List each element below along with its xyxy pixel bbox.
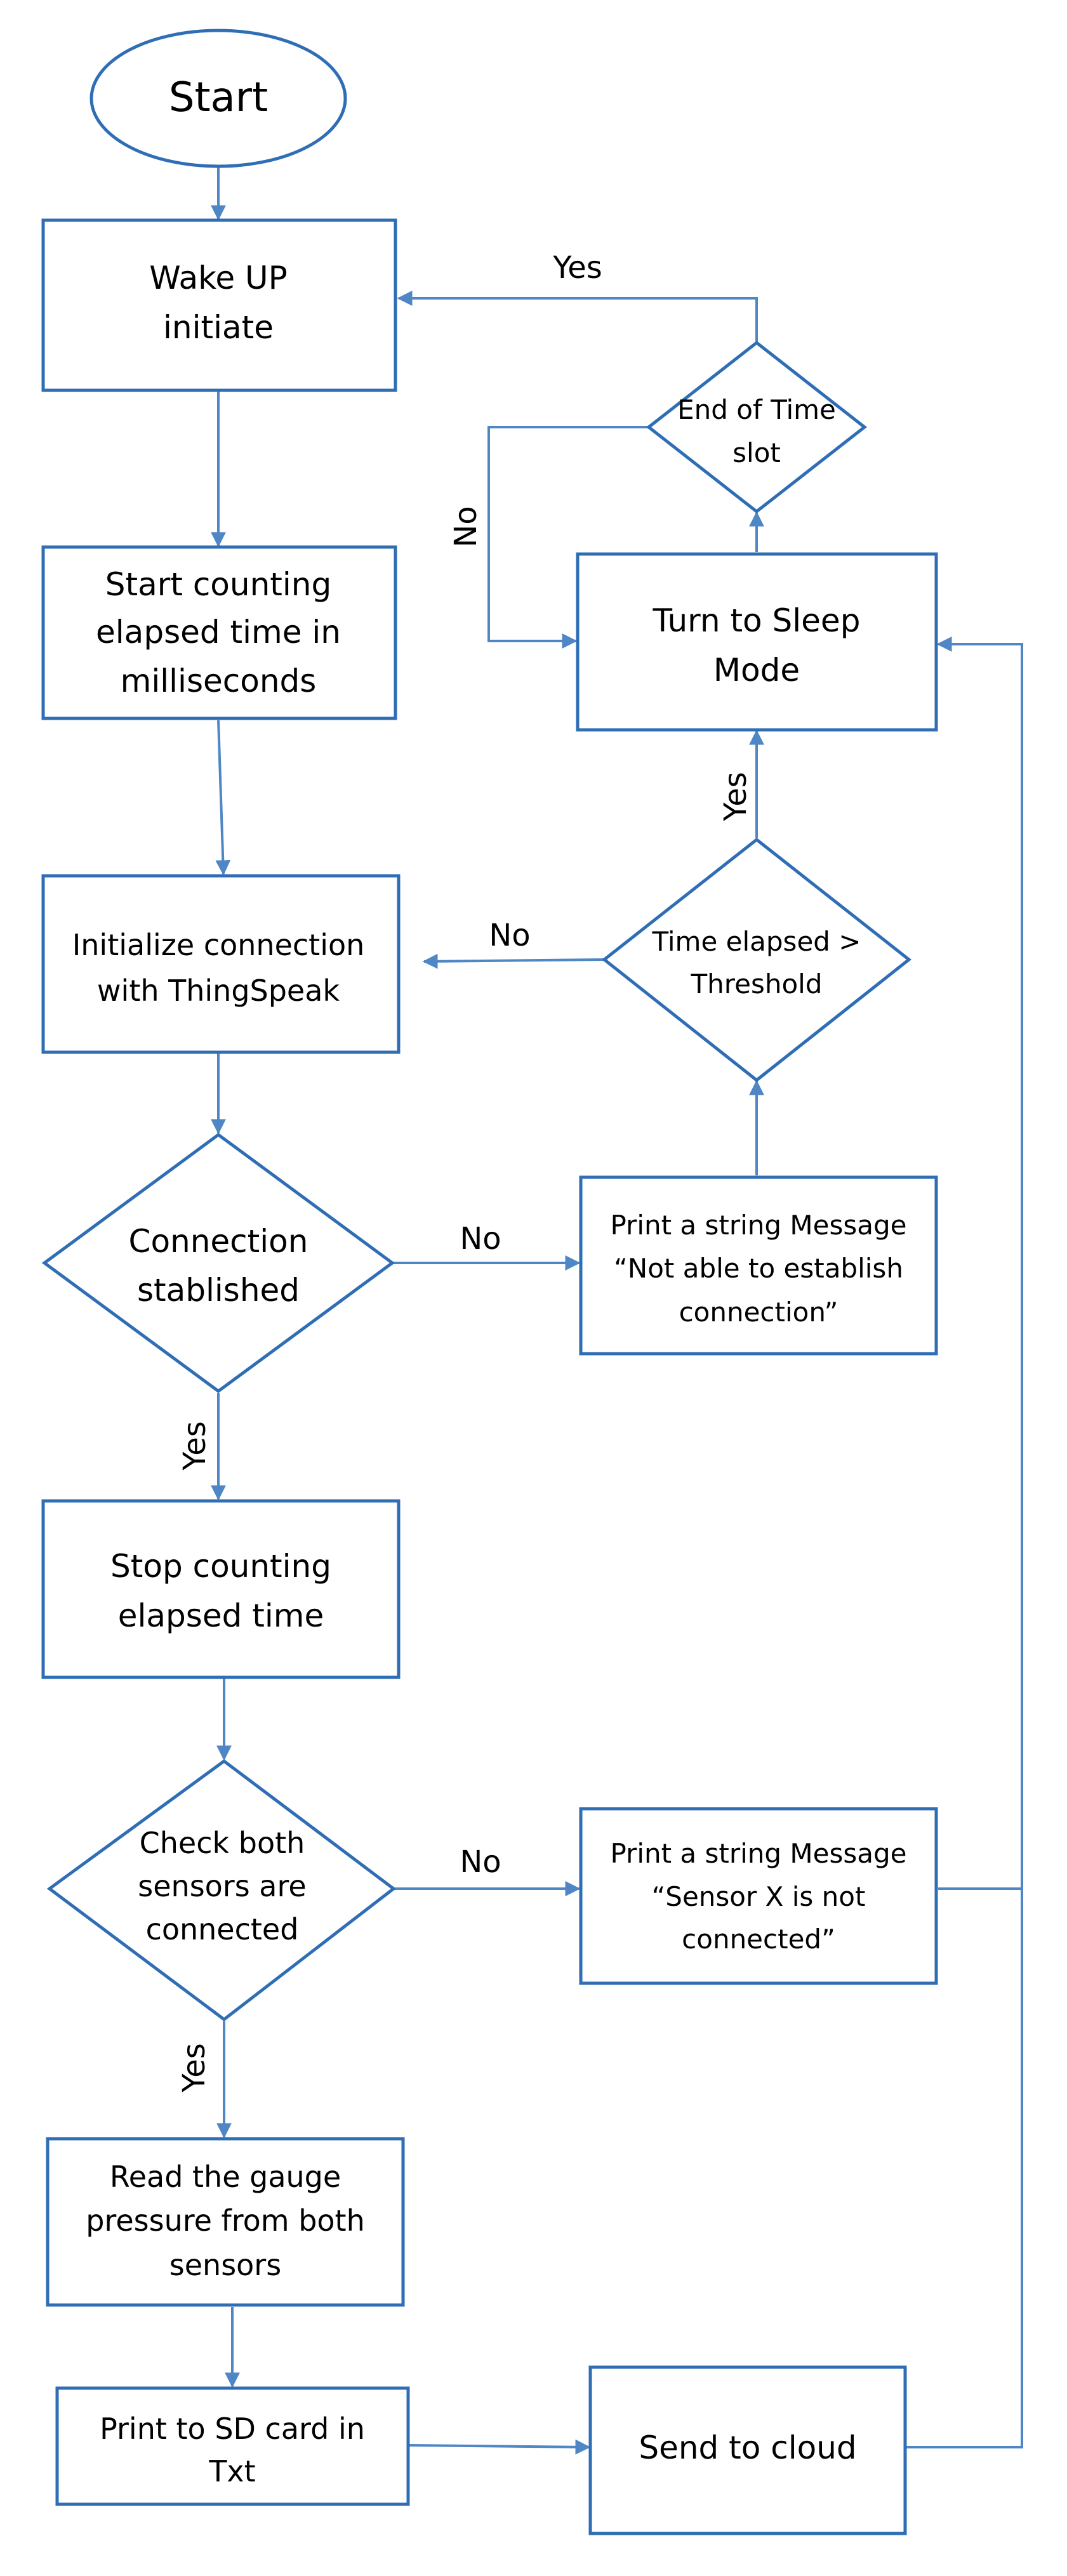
send-cloud-box (588, 2365, 907, 2535)
connector-print-sd-to-cloud (409, 2439, 591, 2455)
init-connection-node: Initialize connection with ThingSpeak (41, 874, 401, 1054)
stop-counting-line1: Stop counting (110, 1548, 331, 1585)
end-time-slot-diamond (646, 340, 868, 514)
connection-decision-line2: stablished (137, 1272, 300, 1309)
edge-label-time-yes: Yes (718, 772, 753, 821)
print-sd-line2: Txt (208, 2454, 255, 2488)
start-counting-box (41, 545, 397, 720)
check-sensors-diamond (46, 1759, 397, 2022)
wake-up-box (41, 218, 397, 392)
init-connection-line2: with ThingSpeak (97, 974, 340, 1008)
read-pressure-box (46, 2137, 405, 2307)
end-time-slot-decision-node: End of Time slot (646, 340, 868, 514)
edge-label-connection-no: No (460, 1221, 501, 1257)
print-sensor-msg-box (579, 1807, 938, 1985)
end-time-slot-line1: End of Time (677, 394, 836, 425)
print-sd-line1: Print to SD card in (100, 2412, 365, 2446)
time-elapsed-diamond (601, 837, 912, 1083)
check-sensors-line1: Check both (140, 1826, 305, 1860)
print-sd-node: Print to SD card in Txt (55, 2386, 410, 2506)
start-counting-line1: Start counting (105, 566, 331, 603)
read-pressure-line1: Read the gauge (110, 2160, 341, 2194)
edge-labels: Yes No Yes No No Yes No Yes (176, 250, 753, 2093)
start-counting-line2: elapsed time in (96, 614, 341, 651)
sleep-mode-node: Turn to Sleep Mode (576, 552, 938, 732)
connection-decision-node: Connection stablished (41, 1132, 395, 1394)
edge-label-end-slot-no: No (448, 506, 484, 547)
end-time-slot-line2: slot (732, 437, 781, 468)
connector-time-no (422, 953, 605, 969)
connector-counting-to-init (215, 720, 231, 876)
check-sensors-line3: connected (146, 1912, 299, 1946)
print-sensor-msg-line2: “Sensor X is not (652, 1881, 866, 1912)
connector-cloud-to-sleep (906, 637, 1023, 2448)
time-elapsed-decision-node: Time elapsed > Threshold (601, 837, 912, 1083)
wake-up-line1: Wake UP (149, 260, 287, 296)
init-connection-line1: Initialize connection (72, 928, 365, 962)
stop-counting-box (41, 1499, 401, 1679)
time-elapsed-line2: Threshold (691, 968, 823, 1000)
start-node: Start (89, 29, 347, 168)
edge-label-sensors-no: No (460, 1844, 501, 1880)
print-connection-msg-line2: “Not able to establish (614, 1253, 903, 1284)
sleep-mode-line1: Turn to Sleep (653, 602, 861, 639)
connection-decision-diamond (41, 1132, 395, 1394)
edge-label-time-no: No (489, 918, 530, 953)
init-connection-box (41, 874, 401, 1054)
print-sensor-msg-node: Print a string Message “Sensor X is not … (579, 1807, 938, 1985)
print-sd-box (55, 2386, 410, 2506)
edge-label-sensors-yes: Yes (176, 2043, 212, 2092)
print-sensor-msg-line1: Print a string Message (610, 1838, 906, 1869)
wake-up-line2: initiate (163, 309, 274, 346)
send-cloud-node: Send to cloud (588, 2365, 907, 2535)
connector-end-slot-yes (397, 291, 758, 341)
start-counting-node: Start counting elapsed time in milliseco… (41, 545, 397, 720)
print-connection-msg-box (579, 1175, 938, 1356)
print-connection-msg-node: Print a string Message “Not able to esta… (579, 1175, 938, 1356)
read-pressure-line3: sensors (169, 2248, 281, 2282)
print-connection-msg-line1: Print a string Message (610, 1210, 906, 1241)
sleep-mode-line2: Mode (713, 652, 800, 689)
start-counting-line3: milliseconds (121, 663, 317, 699)
print-sensor-msg-line3: connected” (682, 1924, 835, 1955)
wake-up-node: Wake UP initiate (41, 218, 397, 392)
send-cloud-label: Send to cloud (639, 2429, 856, 2466)
stop-counting-line2: elapsed time (118, 1597, 324, 1634)
check-sensors-line2: sensors are (138, 1869, 306, 1903)
print-connection-msg-line3: connection” (679, 1297, 838, 1328)
edge-label-connection-yes: Yes (177, 1421, 213, 1470)
connector-end-slot-no (487, 426, 649, 649)
read-pressure-line2: pressure from both (86, 2203, 365, 2238)
start-terminator (89, 29, 347, 168)
check-sensors-node: Check both sensors are connected (46, 1759, 397, 2022)
edge-label-end-slot-yes: Yes (552, 250, 602, 286)
stop-counting-node: Stop counting elapsed time (41, 1499, 401, 1679)
read-pressure-node: Read the gauge pressure from both sensor… (46, 2137, 405, 2307)
sleep-mode-box (576, 552, 938, 732)
start-label: Start (169, 74, 268, 121)
connection-decision-line1: Connection (129, 1223, 308, 1260)
time-elapsed-line1: Time elapsed > (652, 926, 861, 957)
connectors (211, 133, 1023, 2455)
